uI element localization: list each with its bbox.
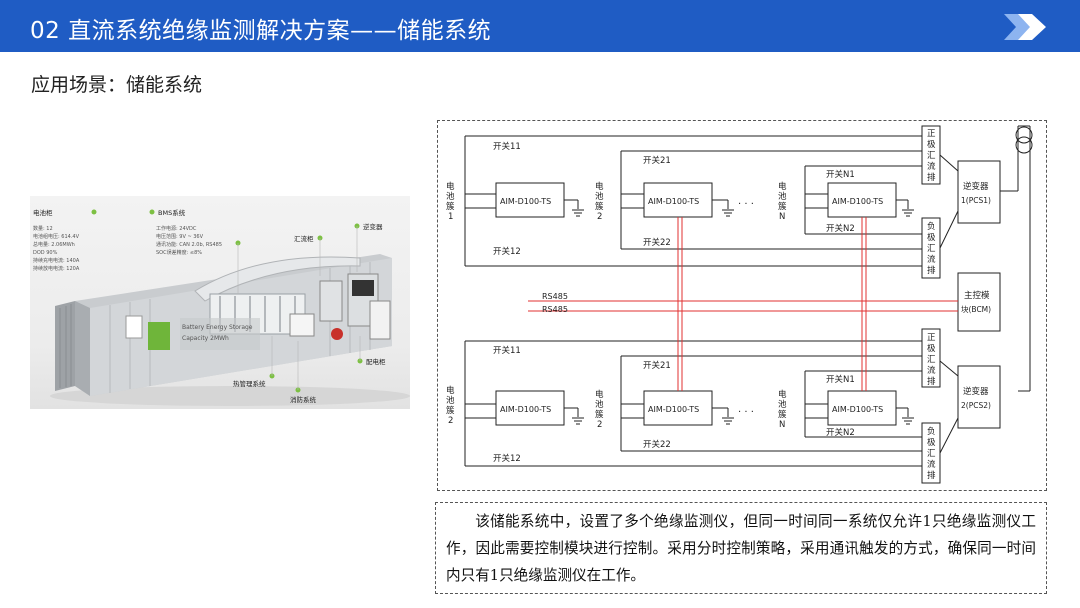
chevron-right-icon <box>1004 14 1046 40</box>
neg-bus-top-c2: 汇 <box>927 244 936 254</box>
cluster-1-top-c2: 簇 <box>446 201 455 212</box>
pos-bus-bottom-c3: 流 <box>927 365 936 376</box>
bcm-line1: 主控模 <box>964 290 990 301</box>
cluster-2-bottom-c2: 簇 <box>595 409 604 420</box>
pos-bus-top-c4: 排 <box>927 172 936 183</box>
neg-bus-bottom-c2: 汇 <box>927 449 936 459</box>
switch-12-bottom: 开关12 <box>493 453 521 464</box>
neg-bus-bottom-c1: 极 <box>927 437 936 448</box>
device-c2-top: AIM-D100-TS <box>648 197 699 206</box>
cluster-n-bottom-c0: 电 <box>778 389 787 400</box>
battery-spec-2: 电池组电压: 614.4V <box>33 233 80 240</box>
cluster-n-bottom-c3: N <box>779 420 785 430</box>
rs485-label-1: RS485 <box>542 292 568 301</box>
cluster-n-top-c0: 电 <box>778 181 787 192</box>
device-cn-top: AIM-D100-TS <box>832 197 883 206</box>
switch-n2-top: 开关N2 <box>826 223 855 234</box>
neg-bus-top-c1: 极 <box>927 232 936 243</box>
inverter-2-line1: 逆变器 <box>963 386 989 397</box>
cluster-n-top-c1: 池 <box>778 191 787 202</box>
cluster-n-top-c2: 簇 <box>778 201 787 212</box>
switch-n1-bottom: 开关N1 <box>826 374 855 385</box>
device-c2-bottom: AIM-D100-TS <box>648 405 699 414</box>
battery-spec-1: 数量: 12 <box>33 225 53 232</box>
pos-bus-top-c0: 正 <box>927 129 936 139</box>
pos-bus-top-c3: 流 <box>927 161 936 172</box>
section-subtitle: 应用场景：储能系统 <box>31 74 203 96</box>
label-distribution: 配电柜 <box>366 357 386 366</box>
cluster-2-top-c0: 电 <box>595 181 604 192</box>
switch-11-bottom: 开关11 <box>493 345 521 356</box>
cluster-n-bottom-c2: 簇 <box>778 409 787 420</box>
switch-21-top: 开关21 <box>643 155 671 166</box>
label-combiner: 汇流柜 <box>294 234 314 243</box>
neg-bus-bottom-c0: 负 <box>927 426 936 437</box>
switch-22-top: 开关22 <box>643 237 671 248</box>
label-fire: 消防系统 <box>290 395 317 404</box>
page-title: 02 直流系统绝缘监测解决方案——储能系统 <box>30 18 492 44</box>
cluster-2-bottom-c1: 池 <box>595 399 604 410</box>
switch-n1-top: 开关N1 <box>826 169 855 180</box>
pos-bus-top-c2: 汇 <box>927 151 936 161</box>
label-thermal: 热管理系统 <box>233 379 266 388</box>
neg-bus-bottom-c3: 流 <box>927 459 936 470</box>
cluster-2-top-c1: 池 <box>595 191 604 202</box>
label-battery-cabinet: 电池柜 <box>33 208 53 217</box>
bms-spec-2: 电压范围: 9V ~ 36V <box>156 233 204 240</box>
device-c1-top: AIM-D100-TS <box>500 197 551 206</box>
inverter-2-line2: 2(PCS2) <box>961 401 991 410</box>
switch-12-top: 开关12 <box>493 246 521 257</box>
inverter-1-line1: 逆变器 <box>963 181 989 192</box>
header-bar: 02 直流系统绝缘监测解决方案——储能系统 <box>0 0 1080 52</box>
cluster-1-bottom-c2: 簇 <box>446 405 455 416</box>
neg-bus-top-c0: 负 <box>927 221 936 232</box>
neg-bus-bottom-c4: 排 <box>927 470 936 481</box>
cluster-1-bottom-c1: 池 <box>446 395 455 406</box>
battery-spec-3: 总电量: 2.06MWh <box>33 241 75 248</box>
cluster-2-top-c3: 2 <box>597 212 602 222</box>
bms-spec-1: 工作电源: 24VDC <box>156 225 197 232</box>
pos-bus-bottom-c0: 正 <box>927 333 936 343</box>
inverter-1-line2: 1(PCS1) <box>961 196 991 205</box>
label-bms: BMS系统 <box>158 208 186 217</box>
container-illustration: Battery Energy Storage Capacity 2MWh <box>30 196 410 409</box>
bms-spec-3: 通讯功能: CAN 2.0b, RS485 <box>156 241 222 248</box>
bms-spec-4: SOC误差精度: ≤8% <box>156 249 202 256</box>
device-c1-bottom: AIM-D100-TS <box>500 405 551 414</box>
cluster-1-bottom-c3: 2 <box>448 416 453 426</box>
pos-bus-bottom-c1: 极 <box>927 343 936 354</box>
cluster-2-bottom-c0: 电 <box>595 389 604 400</box>
label-inverter: 逆变器 <box>363 222 383 231</box>
cluster-n-top-c3: N <box>779 212 785 222</box>
switch-21-bottom: 开关21 <box>643 360 671 371</box>
bcm-line2: 块(BCM) <box>961 304 991 314</box>
cluster-2-top-c2: 簇 <box>595 201 604 212</box>
cluster-1-top-c3: 1 <box>448 212 453 222</box>
device-cn-bottom: AIM-D100-TS <box>832 405 883 414</box>
ellipsis-top: · · · <box>738 199 754 210</box>
neg-bus-top-c4: 排 <box>927 265 936 276</box>
banner-text-2: Capacity 2MWh <box>182 335 229 342</box>
pos-bus-bottom-c2: 汇 <box>927 355 936 365</box>
rs485-label-2: RS485 <box>542 305 568 314</box>
battery-spec-6: 持续放电电流: 120A <box>33 265 80 272</box>
cluster-1-top-c1: 池 <box>446 191 455 202</box>
battery-spec-4: DOD 90% <box>33 250 58 256</box>
cluster-1-bottom-c0: 电 <box>446 385 455 396</box>
battery-spec-5: 持续充电电流: 140A <box>33 257 80 264</box>
ellipsis-bottom: · · · <box>738 407 754 418</box>
banner-text-1: Battery Energy Storage <box>182 324 253 331</box>
description-box: 该储能系统中，设置了多个绝缘监测仪，但同一时间同一系统仅允许1只绝缘监测仪工作，… <box>435 502 1047 594</box>
pos-bus-bottom-c4: 排 <box>927 376 936 387</box>
cluster-2-bottom-c3: 2 <box>597 420 602 430</box>
circuit-diagram: 开关11 开关12 开关21 开关22 开关N1 开关N2 开关11 开关12 … <box>437 120 1047 491</box>
cluster-1-top-c0: 电 <box>446 181 455 192</box>
cluster-n-bottom-c1: 池 <box>778 399 787 410</box>
neg-bus-top-c3: 流 <box>927 254 936 265</box>
description-text: 该储能系统中，设置了多个绝缘监测仪，但同一时间同一系统仅允许1只绝缘监测仪工作，… <box>446 513 1036 584</box>
switch-11-top: 开关11 <box>493 141 521 152</box>
switch-n2-bottom: 开关N2 <box>826 427 855 438</box>
switch-22-bottom: 开关22 <box>643 439 671 450</box>
pos-bus-top-c1: 极 <box>927 139 936 150</box>
